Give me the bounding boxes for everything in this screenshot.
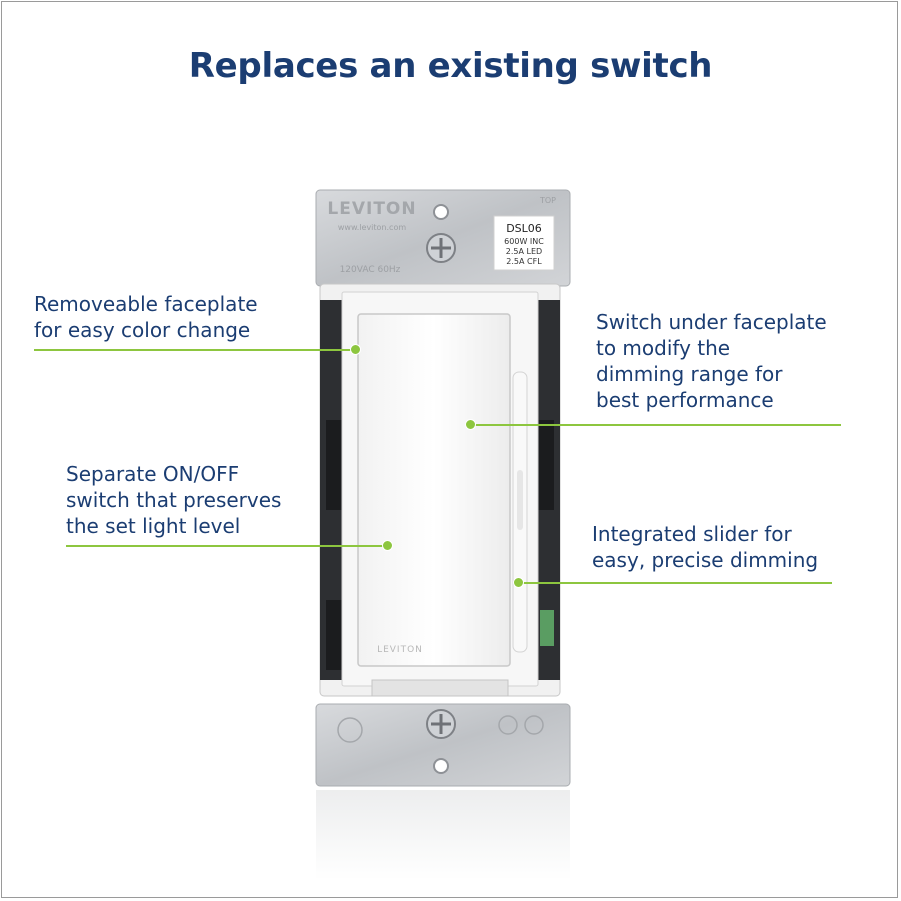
callout-switch-under-line3: dimming range for [596, 362, 783, 386]
bottom-tab [371, 679, 509, 697]
callout-faceplate: Removeable faceplate for easy color chan… [34, 291, 258, 343]
bottom-screw-icon [426, 709, 456, 739]
label-model: DSL06 [506, 222, 542, 235]
callout-switch-under-line1: Switch under faceplate [596, 310, 827, 334]
label-line1: 600W INC [504, 237, 544, 246]
strap-brand-text: LEVITON [327, 199, 416, 219]
callout-slider-line1: Integrated slider for [592, 522, 792, 546]
callout-faceplate-line1: Removeable faceplate [34, 292, 258, 316]
callout-switch-under: Switch under faceplate to modify the dim… [596, 309, 827, 413]
callout-onoff: Separate ON/OFF switch that preserves th… [66, 461, 281, 539]
callout-switch-under-line [472, 424, 841, 426]
callout-slider-line [520, 582, 832, 584]
callout-slider: Integrated slider for easy, precise dimm… [592, 521, 818, 573]
callout-onoff-dot [382, 540, 393, 551]
callout-switch-under-line4: best performance [596, 388, 774, 412]
top-screw-icon [426, 233, 456, 263]
strap-website-text: www.leviton.com [338, 223, 406, 232]
callout-switch-under-line2: to modify the [596, 336, 731, 360]
callout-faceplate-line2: for easy color change [34, 318, 251, 342]
strap-rating-text: 120VAC 60Hz [340, 265, 401, 275]
bottom-mounting-strap [315, 703, 571, 787]
callout-switch-under-dot [465, 419, 476, 430]
callout-onoff-line2: switch that preserves [66, 488, 282, 512]
page-title: Replaces an existing switch [188, 46, 713, 86]
label-line3: 2.5A CFL [506, 257, 542, 266]
dimmer-slider [512, 371, 528, 653]
callout-onoff-line [66, 545, 388, 547]
strap-top-mark: TOP [539, 196, 556, 205]
callout-faceplate-dot [350, 344, 361, 355]
callout-onoff-line3: the set light level [66, 514, 241, 538]
callout-onoff-line1: Separate ON/OFF [66, 462, 240, 486]
top-mounting-strap: LEVITON www.leviton.com 120VAC 60Hz TOP … [315, 189, 571, 287]
dimmer-paddle: LEVITON [357, 313, 511, 667]
paddle-brand-text: LEVITON [377, 645, 423, 655]
callout-faceplate-line [34, 349, 356, 351]
callout-slider-line2: easy, precise dimming [592, 548, 819, 572]
callout-slider-dot [513, 577, 524, 588]
reflection [316, 790, 570, 880]
label-line2: 2.5A LED [506, 247, 542, 256]
